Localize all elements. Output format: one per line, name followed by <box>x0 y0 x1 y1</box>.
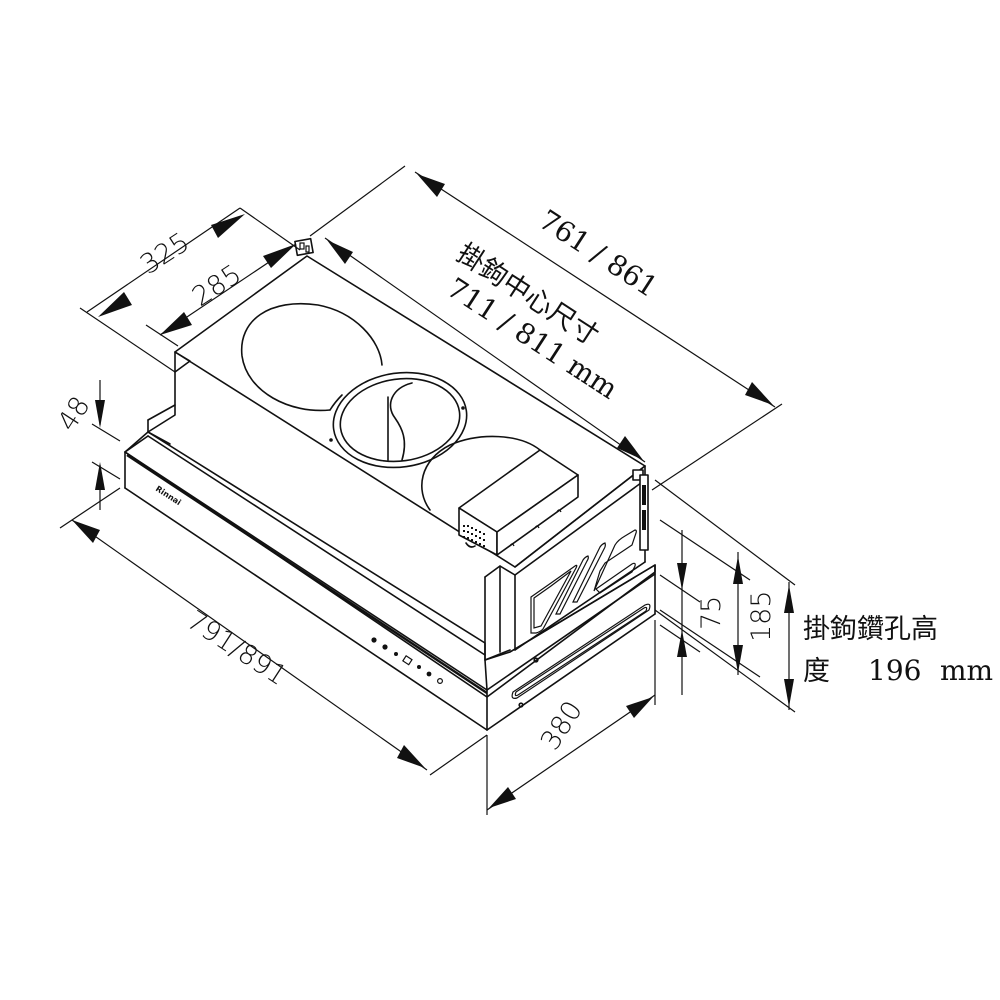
display-icon <box>402 655 413 666</box>
fan-openings <box>240 303 541 511</box>
hanging-hook-left <box>294 237 314 257</box>
dim-48-label: 48 <box>52 391 97 437</box>
hanging-hook-right <box>632 469 649 551</box>
lower-tray: Rinnai <box>124 431 656 731</box>
dim-285-label: 285 <box>187 259 247 313</box>
dim-185-label: 185 <box>746 590 777 642</box>
drill-height-label-2: 度 <box>803 656 830 687</box>
vent-grid <box>463 525 485 547</box>
motor-box <box>458 449 579 556</box>
drill-height-note: 掛鉤鑽孔高 度 196 mm <box>803 614 993 687</box>
dim-vertical-stack: 75 185 <box>654 479 796 713</box>
dim-48: 48 <box>52 380 121 510</box>
fan-mid-icon[interactable] <box>417 665 421 669</box>
dim-380: 380 <box>486 620 656 815</box>
fan-low-icon[interactable] <box>394 652 398 656</box>
side-vents <box>530 529 637 634</box>
timer-icon[interactable] <box>437 677 444 684</box>
control-panel <box>371 637 444 684</box>
dim-75-label: 75 <box>696 596 727 630</box>
dim-761-label: 761 / 861 <box>533 203 663 304</box>
dim-380-label: 380 <box>535 696 589 756</box>
fan-high-icon[interactable] <box>426 671 432 677</box>
power-icon[interactable] <box>371 637 377 643</box>
dim-791-label: 791/891 <box>181 605 292 692</box>
drill-height-label: 掛鉤鑽孔高 <box>803 614 938 645</box>
light-icon[interactable] <box>382 644 388 650</box>
drill-height-unit: mm <box>940 654 993 687</box>
drill-height-value: 196 <box>868 654 921 687</box>
